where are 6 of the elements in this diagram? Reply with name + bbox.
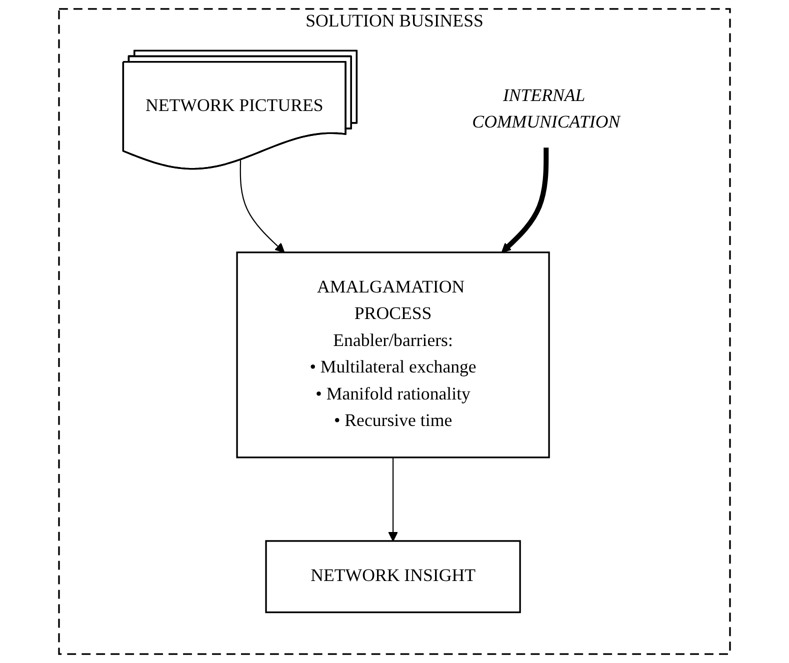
node-box: AMALGAMATION PROCESS Enabler/barriers: • Multilateral exchange • Manifold rationality • Recursive time bbox=[236, 252, 550, 458]
arrow bbox=[388, 457, 398, 542]
node-text: INTERNAL COMMUNICATION bbox=[472, 86, 620, 132]
arrow bbox=[501, 148, 549, 253]
node-box: NETWORK INSIGHT bbox=[265, 540, 521, 614]
arrow bbox=[240, 160, 285, 253]
